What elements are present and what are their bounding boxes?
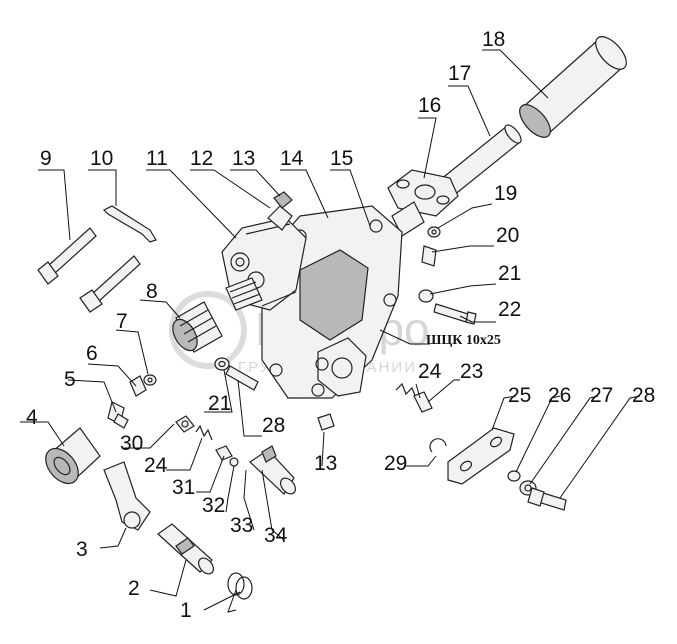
part-29-circlip bbox=[429, 438, 447, 453]
callout-27: 27 bbox=[590, 384, 613, 407]
part-7-washer bbox=[143, 374, 157, 386]
callout-10: 10 bbox=[90, 147, 113, 170]
callout-33: 33 bbox=[230, 514, 253, 537]
part-32-ball bbox=[229, 457, 239, 467]
callout-6: 6 bbox=[86, 342, 98, 365]
callout-29: 29 bbox=[384, 452, 407, 475]
leader-lines bbox=[20, 49, 641, 613]
part-24-spring-right bbox=[395, 382, 417, 399]
callout-15: 15 bbox=[330, 147, 353, 170]
part-3-lever bbox=[103, 461, 151, 531]
callout-13: 13 bbox=[232, 147, 255, 170]
part-5-bolt bbox=[107, 401, 129, 429]
part-10-bracket bbox=[102, 205, 157, 243]
part-26-washer bbox=[507, 470, 521, 482]
part-21-nut-right bbox=[418, 289, 434, 303]
callout-23: 23 bbox=[460, 360, 483, 383]
callout-21-right: 21 bbox=[498, 262, 521, 285]
part-34-valve bbox=[249, 445, 296, 495]
part-23-plug bbox=[413, 391, 433, 413]
callout-17: 17 bbox=[448, 62, 471, 85]
parts bbox=[37, 36, 627, 600]
part-16-gasket bbox=[387, 169, 459, 217]
part-30-nut bbox=[175, 415, 195, 433]
callout-13-bottom: 13 bbox=[314, 452, 337, 475]
part-9-bolt bbox=[37, 227, 97, 285]
part-28-bolt-right bbox=[527, 487, 567, 511]
part-pump-shaft bbox=[225, 277, 263, 311]
callout-5: 5 bbox=[64, 368, 76, 391]
callout-21-mid: 21 bbox=[208, 392, 231, 415]
callout-18: 18 bbox=[482, 28, 505, 51]
part-13-nut-top bbox=[273, 191, 293, 209]
callout-31: 31 bbox=[172, 476, 195, 499]
part-18-filter bbox=[519, 36, 627, 138]
callout-14: 14 bbox=[280, 147, 304, 170]
part-25-plate bbox=[447, 427, 515, 485]
callout-24-left: 24 bbox=[144, 454, 168, 477]
callout-20: 20 bbox=[496, 224, 519, 247]
callout-22: 22 bbox=[498, 298, 521, 321]
part-4-bearing bbox=[45, 427, 101, 485]
part-6-lockplate bbox=[129, 375, 147, 397]
callout-19: 19 bbox=[494, 182, 517, 205]
callout-numbers: 1 2 3 4 5 6 7 8 9 10 11 12 13 14 15 16 1… bbox=[26, 28, 655, 622]
part-24-spring bbox=[195, 424, 213, 441]
callout-12: 12 bbox=[190, 147, 213, 170]
callout-3: 3 bbox=[76, 538, 88, 561]
part-19-washer bbox=[427, 226, 441, 238]
part-28-bolt-mid bbox=[225, 365, 259, 391]
callout-9: 9 bbox=[40, 147, 52, 170]
callout-7: 7 bbox=[116, 310, 128, 333]
callout-30: 30 bbox=[120, 432, 143, 455]
callout-25: 25 bbox=[508, 384, 531, 407]
part-8-gear bbox=[172, 301, 223, 353]
callout-34: 34 bbox=[264, 524, 288, 547]
watermark-logo-icon bbox=[169, 291, 247, 369]
part-2-spindle bbox=[157, 523, 214, 575]
part-21-washer-mid bbox=[214, 357, 230, 371]
part-13-nut-bottom bbox=[317, 413, 335, 431]
part-22-bolt bbox=[433, 303, 477, 325]
part-31-pin bbox=[215, 445, 233, 461]
part-12-nipple bbox=[267, 205, 293, 231]
callout-11: 11 bbox=[146, 147, 168, 170]
callout-28-mid: 28 bbox=[262, 414, 285, 437]
spec-label: ШЦК 10x25 bbox=[426, 333, 501, 348]
callout-24-right: 24 bbox=[418, 360, 442, 383]
callout-1: 1 bbox=[180, 599, 192, 622]
callout-28-right: 28 bbox=[632, 384, 655, 407]
part-1-orings bbox=[227, 572, 253, 600]
callout-4: 4 bbox=[26, 406, 38, 429]
callout-26: 26 bbox=[548, 384, 571, 407]
callout-16: 16 bbox=[418, 94, 441, 117]
callout-8: 8 bbox=[146, 280, 158, 303]
callout-32: 32 bbox=[202, 494, 225, 517]
part-bolt-second bbox=[79, 255, 141, 313]
callout-2: 2 bbox=[128, 577, 140, 600]
part-20-bolt bbox=[421, 245, 437, 267]
